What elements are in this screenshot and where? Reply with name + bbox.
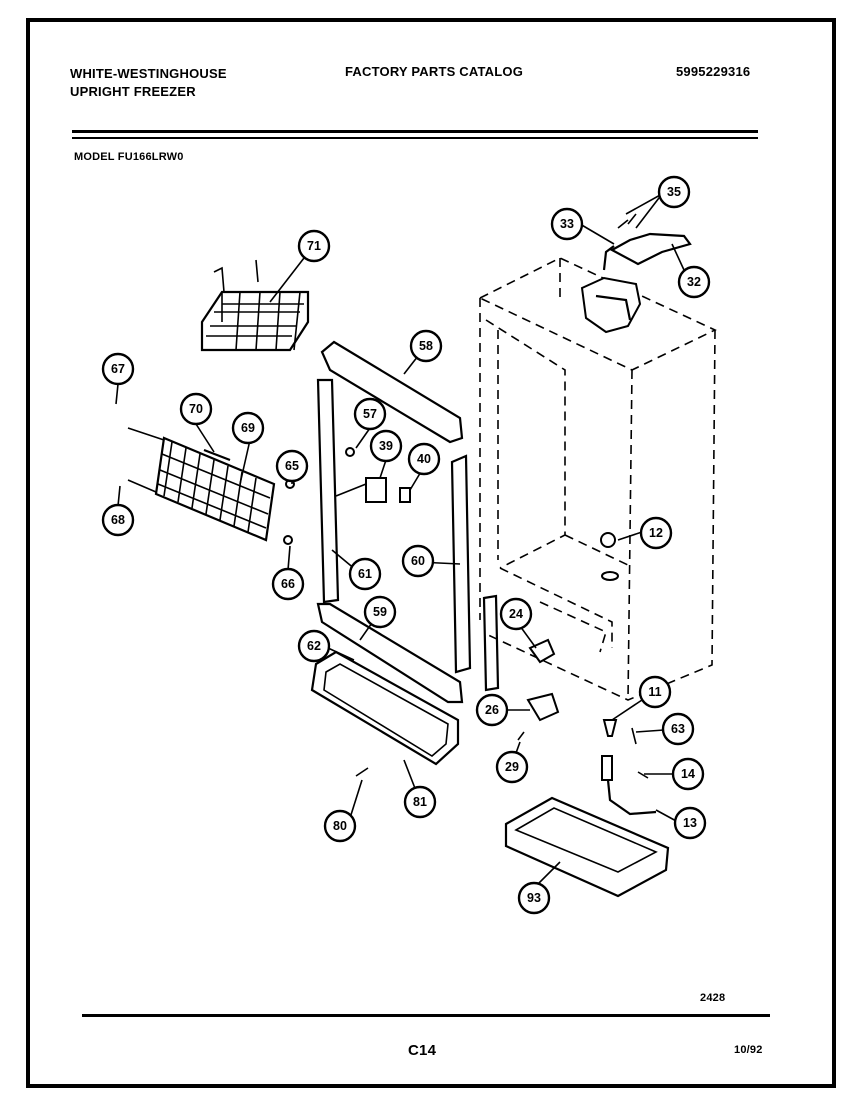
callout-93: 93 [517, 881, 551, 915]
callout-68: 68 [101, 503, 135, 537]
drain-pan [504, 796, 670, 898]
svg-text:60: 60 [411, 554, 425, 568]
svg-text:93: 93 [527, 891, 541, 905]
svg-text:65: 65 [285, 459, 299, 473]
svg-text:63: 63 [671, 722, 685, 736]
svg-text:57: 57 [363, 407, 377, 421]
product-type: UPRIGHT FREEZER [70, 84, 196, 99]
callout-33: 33 [550, 207, 584, 241]
catalog-title: FACTORY PARTS CATALOG [345, 64, 524, 79]
header-rule-bottom [72, 137, 758, 139]
grille [127, 427, 276, 542]
callout-32: 32 [677, 265, 711, 299]
svg-text:62: 62 [307, 639, 321, 653]
switch-button [399, 487, 411, 503]
callout-67: 67 [101, 352, 135, 386]
callout-62: 62 [297, 629, 331, 663]
door-gasket-frame [316, 340, 500, 704]
svg-text:67: 67 [111, 362, 125, 376]
grommet [601, 571, 619, 581]
bottom-hinge-parts [283, 479, 649, 779]
callout-57: 57 [353, 397, 387, 431]
svg-text:24: 24 [509, 607, 523, 621]
callout-60: 60 [401, 544, 435, 578]
callout-71: 71 [297, 229, 331, 263]
svg-text:35: 35 [667, 185, 681, 199]
drain-tube [601, 755, 657, 816]
screw [283, 535, 293, 545]
screw [345, 447, 355, 457]
callout-63: 63 [661, 712, 695, 746]
svg-text:58: 58 [419, 339, 433, 353]
header-rule-top [72, 130, 758, 133]
revision-date: 10/92 [734, 1044, 763, 1056]
svg-text:70: 70 [189, 402, 203, 416]
drain-spring [601, 755, 613, 781]
svg-text:61: 61 [358, 567, 372, 581]
svg-text:32: 32 [687, 275, 701, 289]
svg-text:14: 14 [681, 767, 695, 781]
svg-text:12: 12 [649, 526, 663, 540]
basket [200, 259, 310, 352]
svg-text:69: 69 [241, 421, 255, 435]
leader-lines [115, 193, 685, 891]
plug [600, 532, 616, 548]
drawing-number: 2428 [700, 992, 726, 1004]
svg-text:71: 71 [307, 239, 321, 253]
callout-35: 35 [657, 175, 691, 209]
svg-text:29: 29 [505, 760, 519, 774]
top-hinge-assembly [580, 213, 692, 334]
callout-12: 12 [639, 516, 673, 550]
switch-body [365, 477, 387, 503]
callout-69: 69 [231, 411, 265, 445]
callout-11: 11 [638, 675, 672, 709]
svg-text:66: 66 [281, 577, 295, 591]
callout-14: 14 [671, 757, 705, 791]
svg-text:81: 81 [413, 795, 427, 809]
callout-59: 59 [363, 595, 397, 629]
svg-text:26: 26 [485, 703, 499, 717]
callout-58: 58 [409, 329, 443, 363]
callout-39: 39 [369, 429, 403, 463]
svg-text:13: 13 [683, 816, 697, 830]
svg-text:33: 33 [560, 217, 574, 231]
callout-40: 40 [407, 442, 441, 476]
callout-26: 26 [475, 693, 509, 727]
callout-61: 61 [348, 557, 382, 591]
svg-text:80: 80 [333, 819, 347, 833]
svg-text:39: 39 [379, 439, 393, 453]
cabinet-outline [478, 257, 717, 701]
callout-29: 29 [495, 750, 529, 784]
brand-name: WHITE-WESTINGHOUSE [70, 66, 227, 81]
svg-text:59: 59 [373, 605, 387, 619]
svg-text:40: 40 [417, 452, 431, 466]
model-number: MODEL FU166LRW0 [74, 151, 184, 163]
svg-text:68: 68 [111, 513, 125, 527]
catalog-number: 5995229316 [676, 64, 751, 79]
callout-65: 65 [275, 449, 309, 483]
page-code: C14 [408, 1042, 437, 1059]
footer-rule [82, 1014, 770, 1017]
callout-24: 24 [499, 597, 533, 631]
svg-text:11: 11 [648, 685, 661, 699]
callout-80: 80 [323, 809, 357, 843]
callout-81: 81 [403, 785, 437, 819]
callout-70: 70 [179, 392, 213, 426]
callout-13: 13 [673, 806, 707, 840]
callout-66: 66 [271, 567, 305, 601]
light-switch-parts [335, 447, 411, 503]
